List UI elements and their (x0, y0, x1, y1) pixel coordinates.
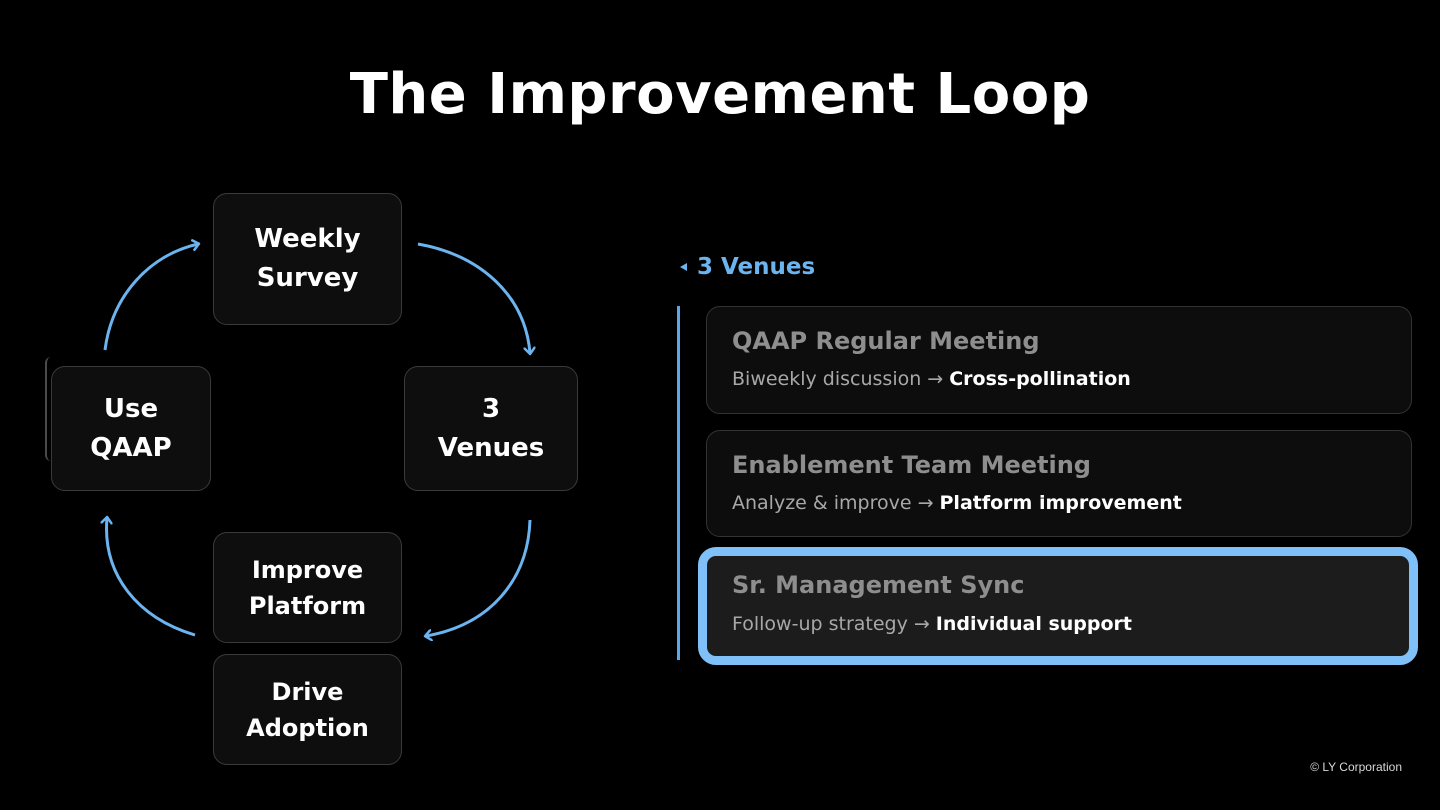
venues-timeline (677, 306, 680, 660)
venue-card-sr-management-sync: Sr. Management Sync Follow-up strategy→I… (698, 547, 1418, 665)
arrow-venues-to-improve (426, 519, 532, 636)
venue-outcome: Platform improvement (939, 492, 1182, 514)
loop-node-label: Weekly (254, 224, 361, 254)
arrow-right-icon: → (917, 492, 934, 514)
venue-activity: Analyze & improve (732, 492, 912, 514)
arrow-use-to-survey (103, 244, 198, 351)
loop-node-use-qaap: Use QAAP (51, 366, 211, 491)
loop-node-label: Survey (256, 263, 359, 293)
slide-title: The Improvement Loop (349, 62, 1091, 127)
venues-heading: 3 Venues (680, 254, 815, 280)
loop-node-label: Venues (437, 432, 545, 463)
venue-name: Sr. Management Sync (732, 571, 1025, 599)
venue-description: Analyze & improve→Platform improvement (732, 492, 1182, 514)
loop-node-label: 3 (481, 393, 501, 424)
venue-name: QAAP Regular Meeting (732, 327, 1040, 355)
use-qaap-bracket (45, 357, 55, 461)
loop-node-label: Adoption (246, 713, 369, 742)
loop-node-three-venues: 3 Venues (404, 366, 578, 491)
venue-card-qaap-regular-meeting: QAAP Regular Meeting Biweekly discussion… (706, 306, 1412, 414)
venue-description: Biweekly discussion→Cross-pollination (732, 368, 1131, 390)
venue-name: Enablement Team Meeting (732, 451, 1091, 479)
loop-node-weekly-survey: Weekly Survey (213, 193, 402, 325)
venue-outcome: Individual support (935, 613, 1132, 635)
loop-node-label: Platform (248, 591, 367, 620)
loop-node-drive-adoption: Drive Adoption (213, 654, 402, 765)
arrow-survey-to-venues (417, 242, 530, 353)
venue-description: Follow-up strategy→Individual support (732, 613, 1132, 635)
loop-node-improve-platform: Improve Platform (213, 532, 402, 643)
venues-heading-label: 3 Venues (697, 254, 816, 280)
venue-card-enablement-team-meeting: Enablement Team Meeting Analyze & improv… (706, 430, 1412, 537)
loop-node-label: Use (103, 393, 159, 424)
venue-activity: Follow-up strategy (732, 613, 908, 635)
arrow-improve-to-use (107, 518, 196, 637)
loop-node-label: Drive (271, 677, 344, 706)
caret-left-icon (680, 263, 687, 271)
copyright-notice: © LY Corporation (1310, 760, 1402, 774)
arrow-right-icon: → (913, 613, 930, 635)
venue-outcome: Cross-pollination (949, 368, 1131, 390)
loop-node-label: Improve (251, 555, 364, 584)
venue-activity: Biweekly discussion (732, 368, 922, 390)
arrow-right-icon: → (927, 368, 944, 390)
loop-node-label: QAAP (90, 432, 172, 463)
